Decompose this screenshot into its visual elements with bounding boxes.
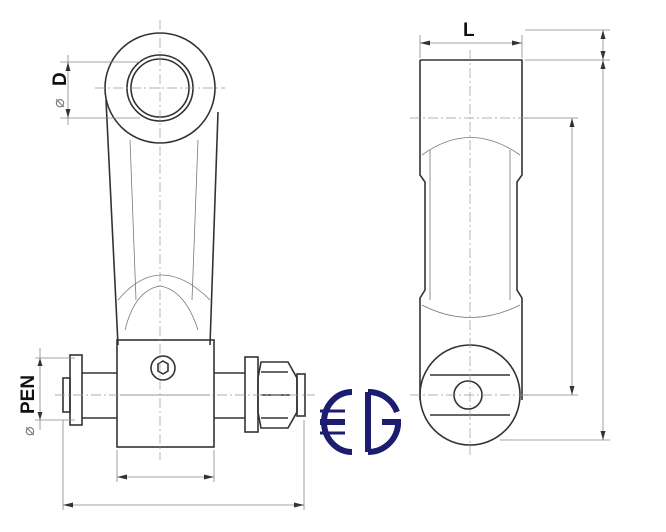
eg-logo xyxy=(320,388,401,456)
side-view: L xyxy=(410,20,610,455)
diameter-symbol-pen: ⌀ xyxy=(21,426,38,436)
diameter-symbol-d: ⌀ xyxy=(51,98,68,108)
arm-outline xyxy=(105,99,219,346)
front-view: D ⌀ PEN ⌀ xyxy=(18,20,315,510)
right-washer xyxy=(244,356,259,433)
body-block xyxy=(116,339,215,448)
label-d: D xyxy=(50,72,71,86)
label-l: L xyxy=(463,20,475,41)
side-outline xyxy=(419,59,523,400)
label-pen: PEN xyxy=(18,375,39,414)
hex-nut xyxy=(257,361,298,429)
pin-head-washer xyxy=(69,354,83,426)
grease-screw xyxy=(150,355,176,381)
